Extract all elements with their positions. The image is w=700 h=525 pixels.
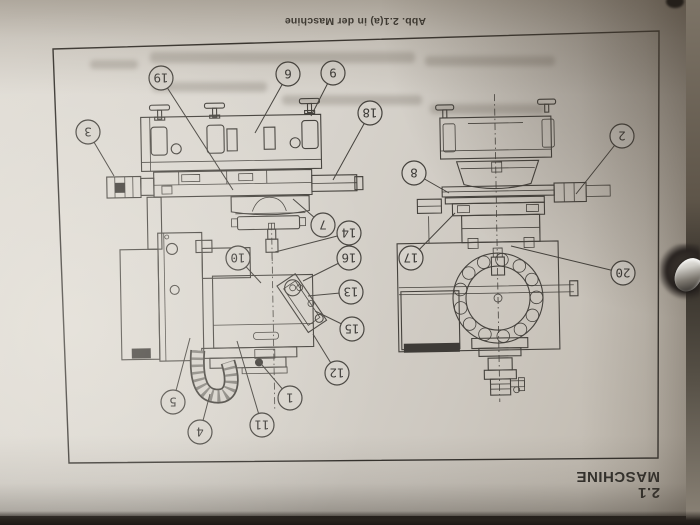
callout-leader-11 [237, 341, 262, 425]
callout-number-10: 10 [230, 251, 245, 266]
section-header: 2.1 MASCHINE [548, 468, 660, 501]
callout-number-12: 12 [329, 366, 344, 381]
wheel-lobe [514, 323, 527, 336]
machine-front-view [394, 92, 613, 404]
callout-number-3: 3 [84, 125, 92, 140]
wheel-lobe [454, 301, 467, 314]
wheel-lobe [477, 256, 490, 269]
wheel-lobe [462, 267, 475, 280]
wheel-lobe [530, 291, 543, 304]
figure-box [53, 31, 659, 463]
callout-number-2: 2 [618, 129, 626, 144]
callout-number-20: 20 [615, 266, 630, 281]
background-object [666, 0, 684, 8]
figure-caption: Abb. 2.1(a) in der Maschine [284, 15, 426, 27]
callout-number-8: 8 [410, 166, 418, 181]
callout-leader-19 [161, 78, 233, 190]
callout-leader-20 [511, 246, 623, 273]
callout-number-9: 9 [329, 66, 337, 81]
callout-number-15: 15 [344, 322, 359, 337]
wheel-lobe [513, 260, 526, 273]
photo-bottom-edge [0, 511, 700, 525]
callout-number-4: 4 [196, 425, 204, 440]
callout-number-19: 19 [153, 71, 168, 86]
callout-number-17: 17 [403, 251, 418, 266]
callout-number-16: 16 [341, 251, 356, 266]
callout-number-1: 1 [286, 391, 294, 406]
section-number: 2.1 [637, 484, 660, 501]
wheel-lobe [463, 318, 476, 331]
callout-number-18: 18 [362, 106, 377, 121]
callout-number-13: 13 [343, 285, 358, 300]
callout-number-7: 7 [319, 218, 327, 233]
callout-number-6: 6 [284, 67, 292, 82]
wheel-lobe [525, 273, 538, 286]
callout-number-14: 14 [341, 226, 356, 241]
section-title: MASCHINE [575, 468, 660, 485]
callout-number-11: 11 [254, 418, 269, 433]
callout-number-5: 5 [169, 395, 177, 410]
wheel-lobe [526, 309, 539, 322]
